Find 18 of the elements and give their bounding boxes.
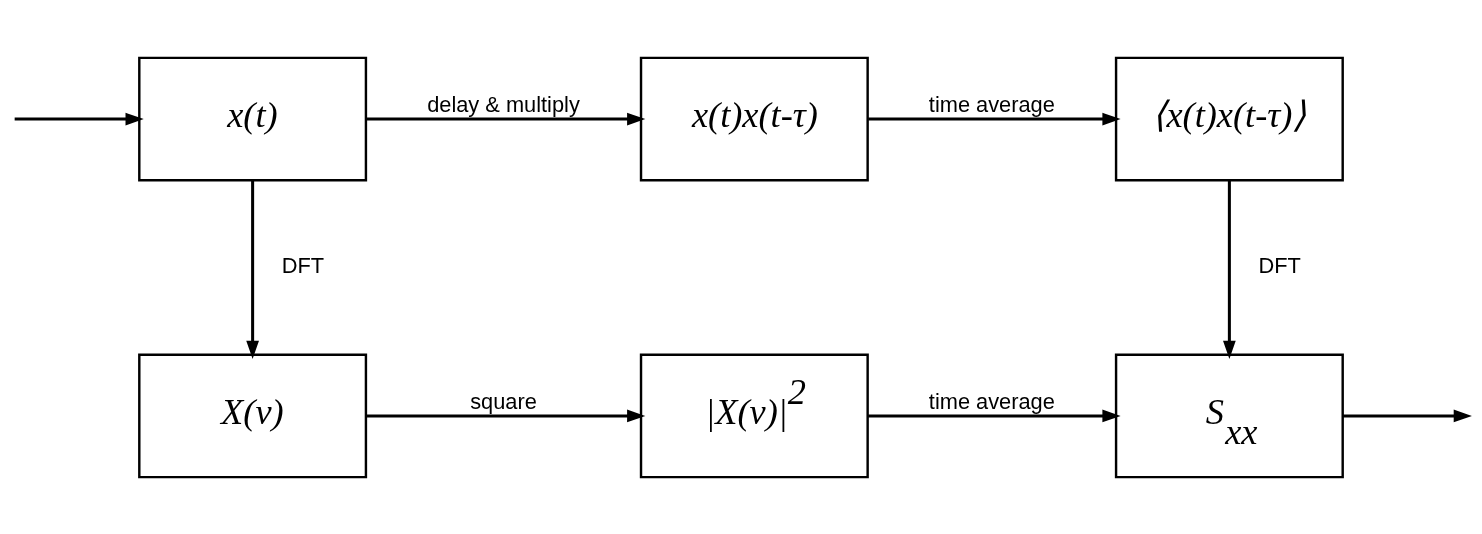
node-box: ⟨x(t)x(t-τ)⟩	[1114, 56, 1344, 181]
arrow	[868, 409, 1121, 422]
node-box: X(ν)	[138, 353, 368, 478]
node-box: x(t)	[138, 56, 368, 181]
edge-label: DFT	[1258, 252, 1301, 278]
edge-label: square	[470, 388, 537, 414]
arrow	[366, 112, 646, 125]
arrow	[14, 112, 144, 125]
edge-label: delay & multiply	[427, 91, 580, 117]
edge-label: DFT	[281, 252, 325, 278]
arrow	[1223, 180, 1236, 359]
edge-label: time average	[928, 388, 1055, 414]
arrow	[366, 409, 646, 422]
node-box: x(t)x(t-τ)	[639, 56, 869, 181]
arrow	[868, 112, 1121, 125]
arrow	[246, 180, 259, 359]
edge-label: time average	[928, 91, 1055, 117]
arrow	[1342, 409, 1472, 422]
